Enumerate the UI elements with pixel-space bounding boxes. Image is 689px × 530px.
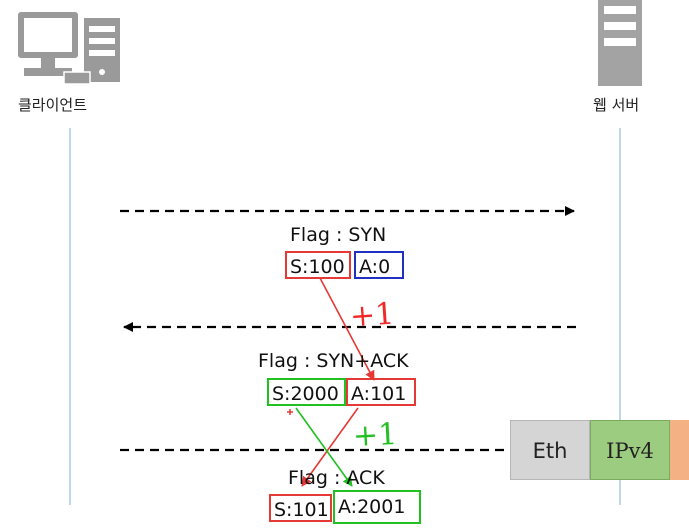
syn-ack-seq-box: S:2000: [267, 378, 346, 406]
syn-ack-box: A:0: [354, 251, 404, 279]
ipv4-layer-block: IPv4: [590, 420, 670, 480]
eth-layer-block: Eth: [510, 420, 590, 480]
syn-flag-label: Flag : SYN: [290, 224, 387, 246]
red-seq-to-seq-arrow-2: [301, 407, 359, 487]
syn-ack-ack-box: A:101: [346, 378, 416, 406]
server-tower-icon: [598, 0, 642, 86]
green-seq-to-ack-arrow: [295, 407, 353, 487]
ack-ack-box: A:2001: [333, 490, 421, 524]
green-plus-one-note: +1: [352, 416, 399, 455]
eth-layer-label: Eth: [532, 439, 568, 463]
client-label: 클라이언트: [18, 96, 88, 114]
ack-flag-label: Flag : ACK: [288, 467, 385, 489]
red-plus-one-note: +1: [348, 296, 396, 335]
red-seq-to-ack-arrow-1: [319, 277, 375, 381]
ipv4-layer-label: IPv4: [606, 439, 654, 463]
syn-ack-flag-label: Flag : SYN+ACK: [258, 350, 409, 372]
server-label: 웹 서버: [593, 96, 640, 114]
ack-seq-box: S:101: [269, 494, 332, 522]
next-layer-block: [670, 420, 689, 480]
syn-seq-box: S:100: [285, 251, 351, 279]
desktop-computer-icon: [18, 12, 120, 85]
